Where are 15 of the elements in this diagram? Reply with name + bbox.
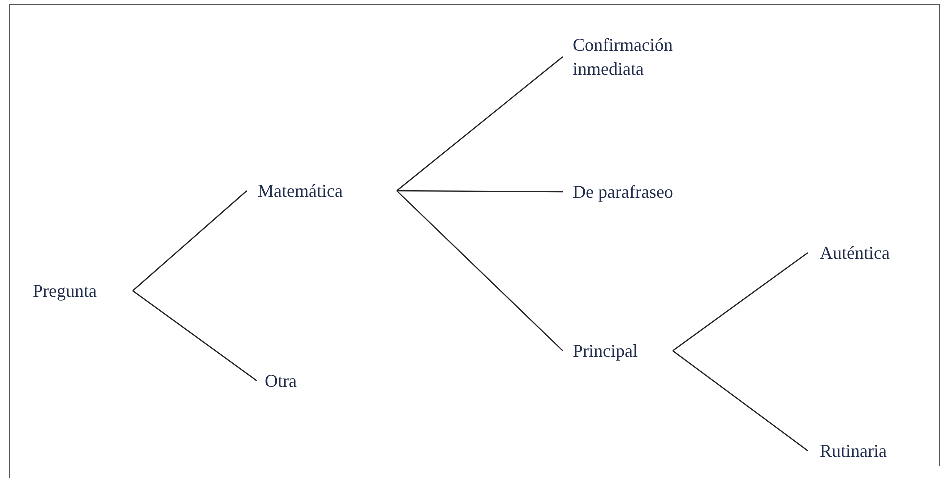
node-label: Otra xyxy=(265,370,297,393)
node-label: Principal xyxy=(573,340,638,363)
node-label: De parafraseo xyxy=(573,181,674,204)
connector-line xyxy=(397,190,563,193)
node-label: Matemática xyxy=(258,180,343,203)
connector-line xyxy=(396,190,564,352)
node-label: Confirmación inmediata xyxy=(573,34,674,81)
connector-line xyxy=(672,252,808,352)
connector-line xyxy=(672,350,808,452)
node-label: Pregunta xyxy=(33,280,97,303)
node-label: Auténtica xyxy=(820,242,890,265)
connector-line xyxy=(396,56,564,192)
connector-line xyxy=(132,190,248,292)
node-label: Rutinaria xyxy=(820,440,887,463)
connector-line xyxy=(132,290,258,382)
